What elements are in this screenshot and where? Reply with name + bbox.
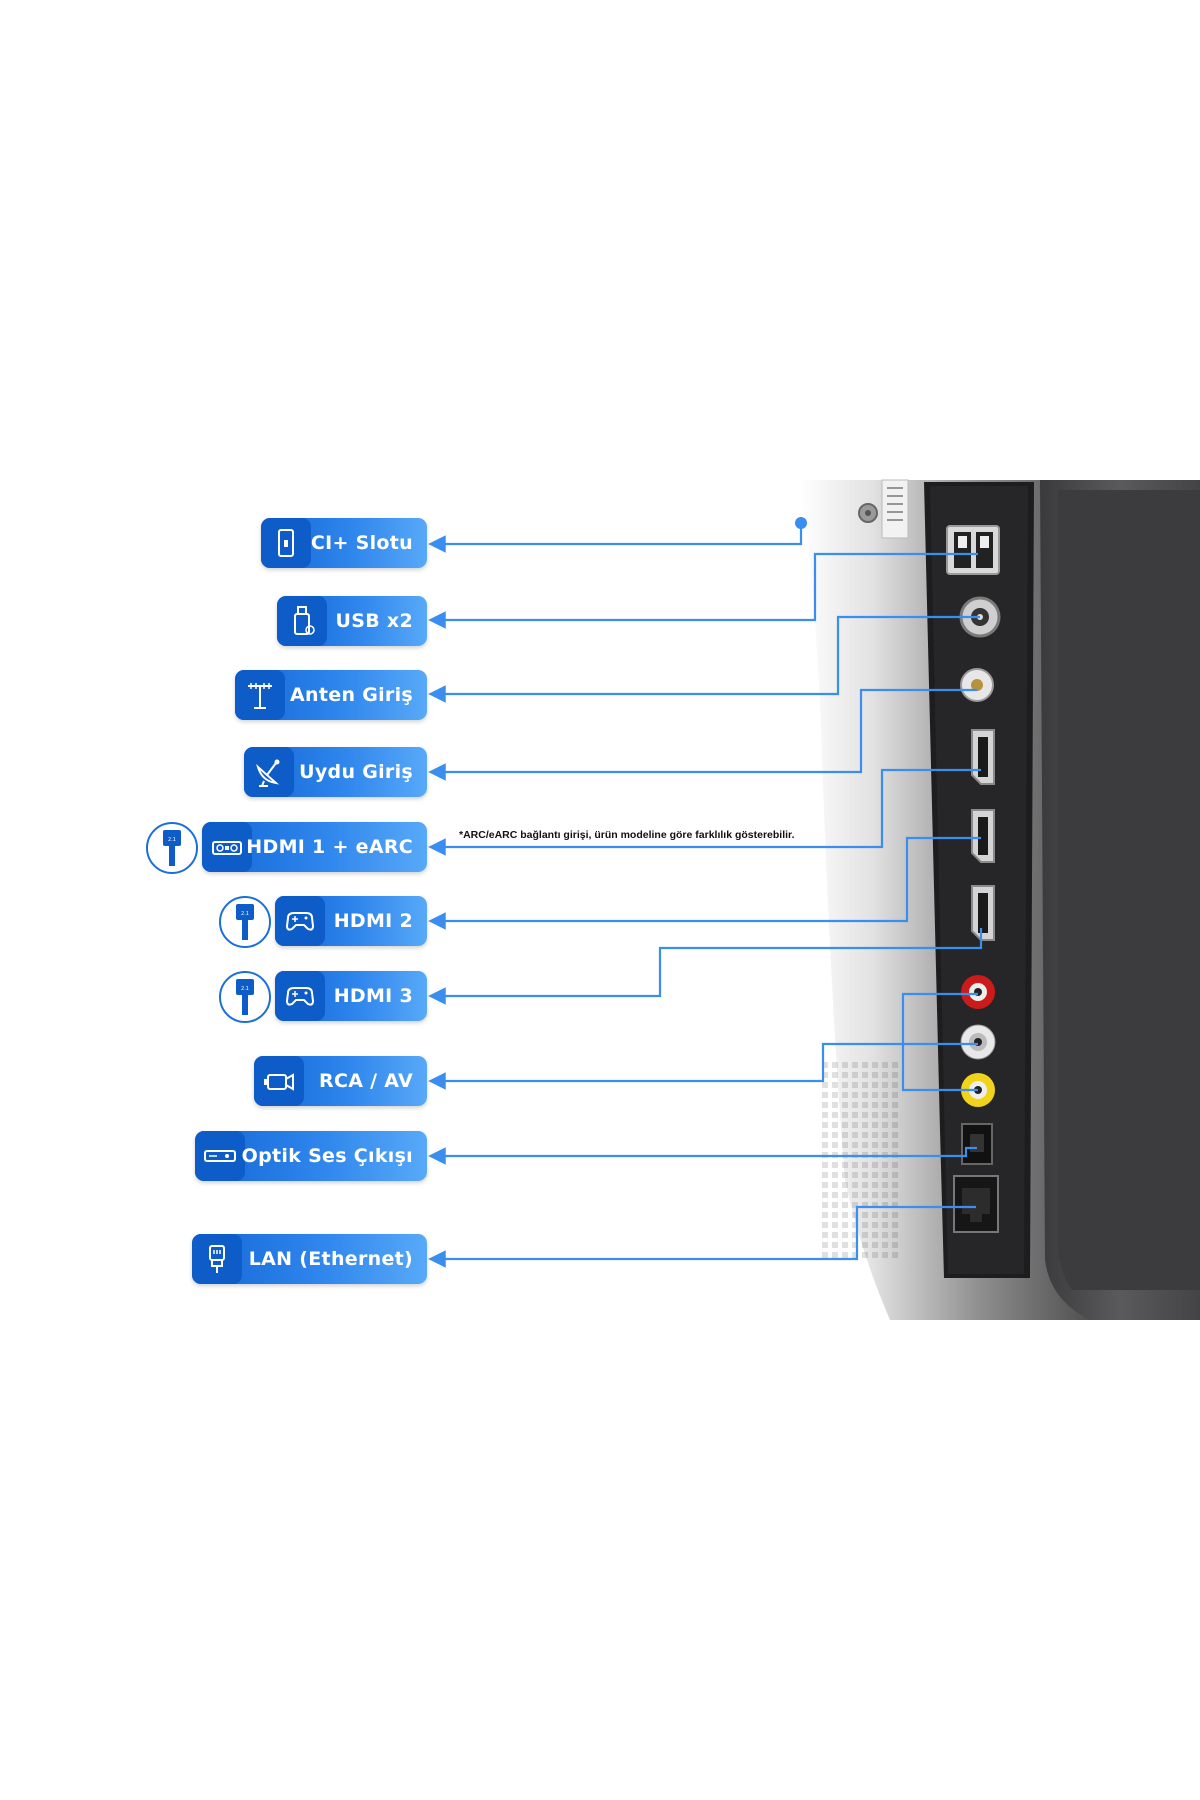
svg-text:2.1: 2.1 (241, 986, 249, 992)
label-hdmi3: HDMI 3 (275, 971, 427, 1021)
label-optical: Optik Ses Çıkışı (195, 1131, 427, 1181)
ci-card-icon (261, 518, 311, 568)
label-hdmi1: HDMI 1 + eARC (202, 822, 427, 872)
hdmi-2-1-badge-hdmi1: 2.1 (146, 822, 198, 874)
label-satellite: Uydu Giriş (244, 747, 427, 797)
line-lan (428, 1205, 976, 1268)
svg-text:2.1: 2.1 (241, 911, 249, 917)
ci-slot-anchor-dot (795, 517, 807, 529)
line-rca (901, 992, 978, 1092)
label-hdmi3-text: HDMI 3 (333, 985, 413, 1007)
label-ci-slot: CI+ Slotu (261, 518, 427, 568)
label-ci-slot-text: CI+ Slotu (310, 532, 413, 554)
label-rca-text: RCA / AV (319, 1070, 413, 1092)
line-rca-mid (428, 1042, 978, 1090)
antenna-icon (235, 670, 285, 720)
label-usb-text: USB x2 (335, 610, 413, 632)
ethernet-plug-icon (192, 1234, 242, 1284)
optical-receiver-icon (195, 1131, 245, 1181)
svg-text:2.1: 2.1 (168, 837, 176, 843)
gamepad-icon (275, 971, 325, 1021)
hdmi-2-1-badge-hdmi2: 2.1 (219, 896, 271, 948)
line-antenna (428, 615, 980, 703)
usb-stick-icon (277, 596, 327, 646)
line-satellite (428, 688, 977, 781)
arc-earc-note: *ARC/eARC bağlantı girişi, ürün modeline… (459, 829, 795, 841)
label-hdmi1-text: HDMI 1 + eARC (246, 836, 413, 858)
label-usb: USB x2 (277, 596, 427, 646)
line-hdmi2 (428, 836, 981, 930)
camcorder-icon (254, 1056, 304, 1106)
label-antenna: Anten Giriş (235, 670, 427, 720)
hdmi-2-1-badge-hdmi3: 2.1 (219, 971, 271, 1023)
line-ci-slot (428, 523, 803, 553)
line-usb (428, 552, 978, 629)
label-hdmi2-text: HDMI 2 (333, 910, 413, 932)
soundbar-icon (202, 822, 252, 872)
label-hdmi2: HDMI 2 (275, 896, 427, 946)
label-satellite-text: Uydu Giriş (299, 761, 413, 783)
line-hdmi1 (428, 768, 981, 856)
label-antenna-text: Anten Giriş (290, 684, 413, 706)
label-rca: RCA / AV (254, 1056, 427, 1106)
line-optical (428, 1146, 977, 1165)
gamepad-icon (275, 896, 325, 946)
label-lan-text: LAN (Ethernet) (248, 1248, 413, 1270)
line-hdmi3 (428, 928, 983, 1005)
satellite-dish-icon (244, 747, 294, 797)
label-optical-text: Optik Ses Çıkışı (241, 1145, 413, 1167)
label-lan: LAN (Ethernet) (192, 1234, 427, 1284)
